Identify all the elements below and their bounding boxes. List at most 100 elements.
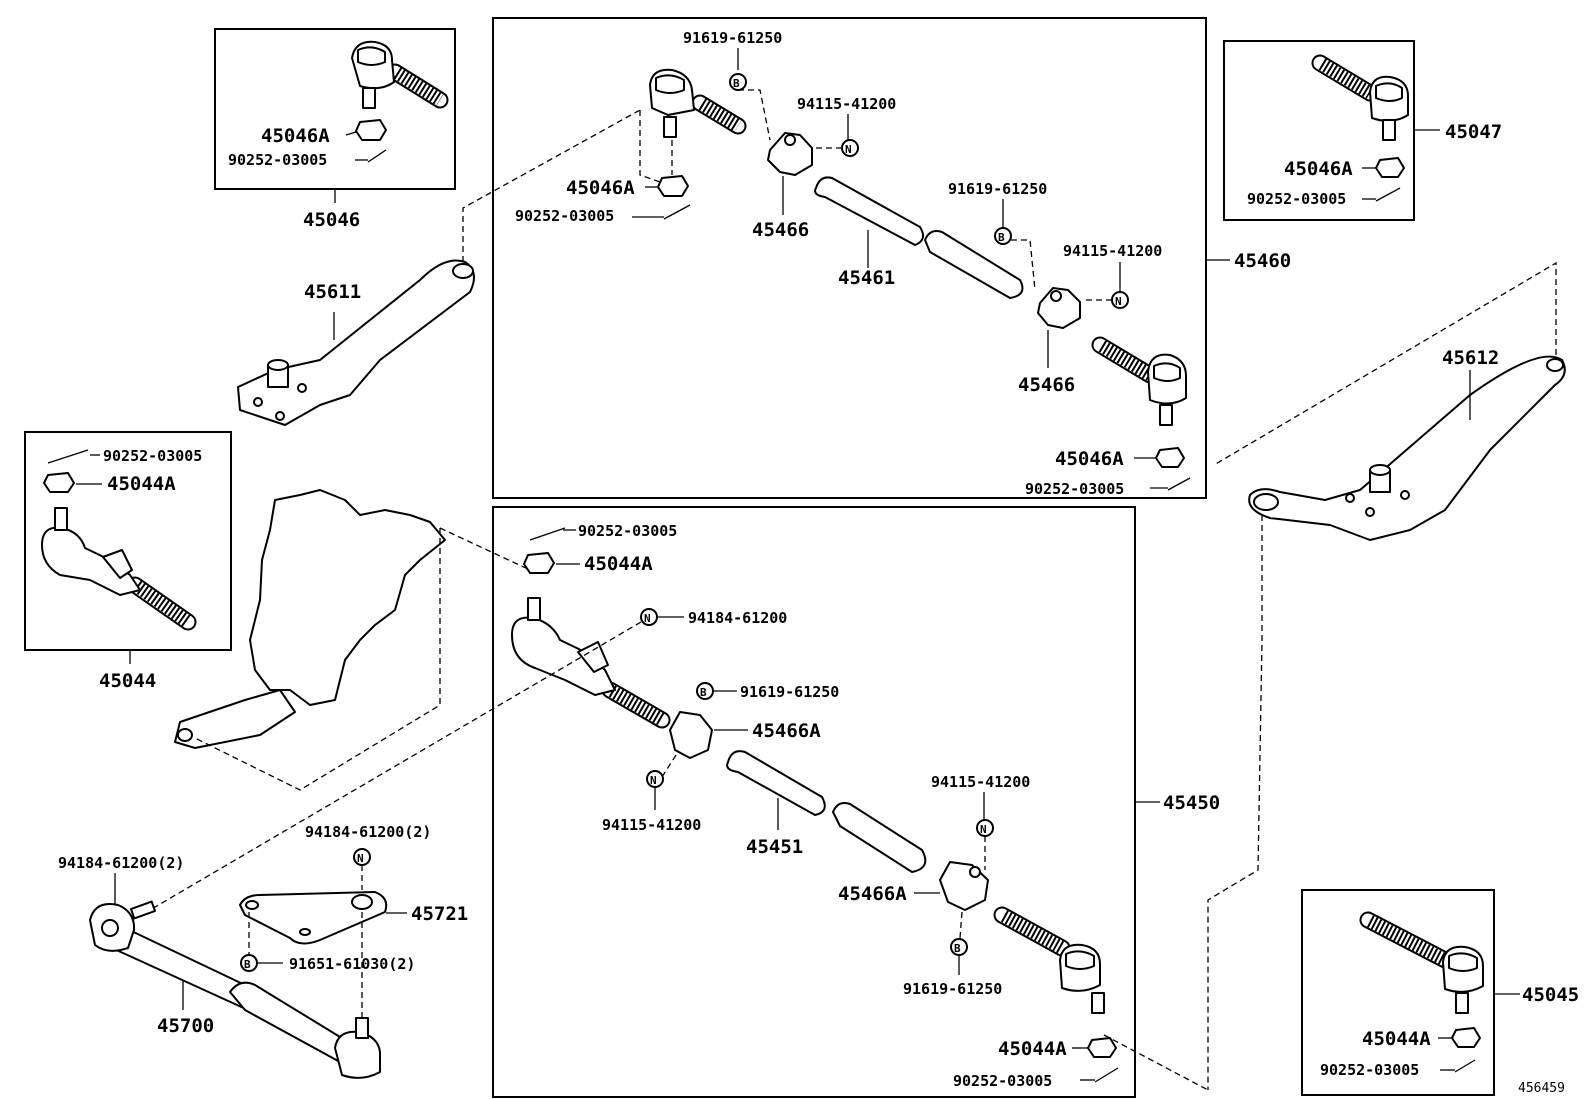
svg-text:B: B	[733, 77, 740, 90]
label-90252-47: 90252-03005	[1247, 190, 1346, 208]
label-45466-a: 45466	[752, 219, 809, 241]
nut-94115-a: N	[841, 139, 859, 157]
clamp-45466-a	[767, 132, 813, 176]
bracket-45721	[239, 891, 388, 945]
castle-nut-45046A-relay-r	[1155, 447, 1185, 468]
nut-94115-d: N	[976, 819, 994, 837]
label-group-45044: 45044	[99, 670, 156, 692]
label-45046A: 45046A	[261, 125, 330, 147]
center-link-tube-45451	[726, 750, 927, 873]
svg-text:N: N	[650, 774, 657, 787]
castle-nut-45044A-45	[1451, 1027, 1481, 1048]
svg-text:N: N	[980, 823, 987, 836]
label-45046A-relay: 45046A	[566, 177, 635, 199]
label-91619-d: 91619-61250	[903, 980, 1002, 998]
svg-text:B: B	[700, 686, 707, 699]
svg-text:B: B	[244, 958, 251, 971]
label-45044A-45: 45044A	[1362, 1028, 1431, 1050]
tie-rod-end-45450-right	[993, 906, 1105, 1014]
castle-nut-45044A-center	[523, 552, 555, 574]
nut-94115-c: N	[646, 770, 664, 788]
label-94115-b: 94115-41200	[1063, 242, 1162, 260]
castle-nut-45044A-box	[43, 472, 75, 493]
label-91619-c: 91619-61250	[740, 683, 839, 701]
svg-text:N: N	[845, 143, 852, 156]
bolt-91619-b: B	[994, 227, 1012, 245]
label-90252-relay: 90252-03005	[515, 207, 614, 225]
label-90252-relay-r: 90252-03005	[1025, 480, 1124, 498]
label-45721: 45721	[411, 903, 468, 925]
label-45611: 45611	[304, 281, 361, 303]
nut-94184: N	[640, 608, 658, 626]
label-94184-2-left: 94184-61200(2)	[58, 854, 184, 872]
clamp-45466A-b	[939, 861, 989, 911]
label-45044A-center: 45044A	[584, 553, 653, 575]
label-91651: 91651-61030(2)	[289, 955, 415, 973]
bolt-91619-c: B	[696, 682, 714, 700]
label-94115-c: 94115-41200	[602, 816, 701, 834]
steering-damper-45700	[89, 900, 381, 1079]
tie-rod-end-45460-left	[649, 68, 747, 138]
dashed-connector-45611	[462, 109, 641, 262]
label-group-45046: 45046	[303, 209, 360, 231]
relay-rod-tube-45461	[814, 176, 1024, 299]
tie-rod-end-45450-left	[511, 597, 671, 729]
label-group-45045: 45045	[1522, 984, 1579, 1006]
label-90252-center-top: 90252-03005	[578, 522, 677, 540]
svg-text:B: B	[998, 231, 1005, 244]
svg-text:N: N	[357, 852, 364, 865]
label-94115-d: 94115-41200	[931, 773, 1030, 791]
label-90252: 90252-03005	[228, 151, 327, 169]
tie-rod-end-45460-right	[1091, 336, 1187, 426]
label-45461: 45461	[838, 267, 895, 289]
label-45451: 45451	[746, 836, 803, 858]
dashed-connector-center	[149, 621, 642, 911]
idler-arm-45611	[237, 259, 475, 426]
label-group-45450: 45450	[1163, 792, 1220, 814]
label-45044A: 45044A	[107, 473, 176, 495]
castle-nut-45046A-relay	[657, 175, 689, 197]
tie-rod-end-45045	[1359, 911, 1484, 1014]
box-45460	[492, 17, 1207, 499]
label-45612: 45612	[1442, 347, 1499, 369]
label-group-45460: 45460	[1234, 250, 1291, 272]
label-91619-a: 91619-61250	[683, 29, 782, 47]
label-90252-44: 90252-03005	[103, 447, 202, 465]
label-90252-center-r: 90252-03005	[953, 1072, 1052, 1090]
label-45046A-relay-r: 45046A	[1055, 448, 1124, 470]
castle-nut-45046A-47	[1375, 157, 1405, 178]
label-group-45047: 45047	[1445, 121, 1502, 143]
label-45700: 45700	[157, 1015, 214, 1037]
idler-arm-45612	[1248, 355, 1566, 541]
label-45044A-center-r: 45044A	[998, 1038, 1067, 1060]
label-91619-b: 91619-61250	[948, 180, 1047, 198]
svg-text:B: B	[954, 942, 961, 955]
svg-text:N: N	[644, 612, 651, 625]
box-45045	[1301, 889, 1495, 1096]
tie-rod-end-45047	[1311, 54, 1409, 141]
nut-94184-2: N	[353, 848, 371, 866]
tie-rod-end-45044	[41, 507, 197, 631]
svg-text:N: N	[1115, 295, 1122, 308]
diagram-id: 456459	[1518, 1081, 1565, 1096]
castle-nut-45044A-center-r	[1087, 1037, 1117, 1058]
label-45466A-a: 45466A	[752, 720, 821, 742]
tie-rod-end-45046	[351, 40, 449, 109]
label-45466A-b: 45466A	[838, 883, 907, 905]
bolt-91651: B	[240, 954, 258, 972]
label-45466-b: 45466	[1018, 374, 1075, 396]
dashed-connector-45612	[1213, 261, 1557, 466]
clamp-45466-b	[1037, 287, 1081, 329]
label-94184-2-top: 94184-61200(2)	[305, 823, 431, 841]
label-94184: 94184-61200	[688, 609, 787, 627]
clamp-45466A-a	[669, 711, 713, 759]
castle-nut-45046A	[355, 119, 387, 141]
label-45046A-47: 45046A	[1284, 158, 1353, 180]
steering-gear-housing	[174, 489, 446, 749]
bolt-91619-a: B	[729, 73, 747, 91]
box-45044	[24, 431, 232, 651]
label-94115-a: 94115-41200	[797, 95, 896, 113]
nut-94115-b: N	[1111, 291, 1129, 309]
label-90252-45: 90252-03005	[1320, 1061, 1419, 1079]
